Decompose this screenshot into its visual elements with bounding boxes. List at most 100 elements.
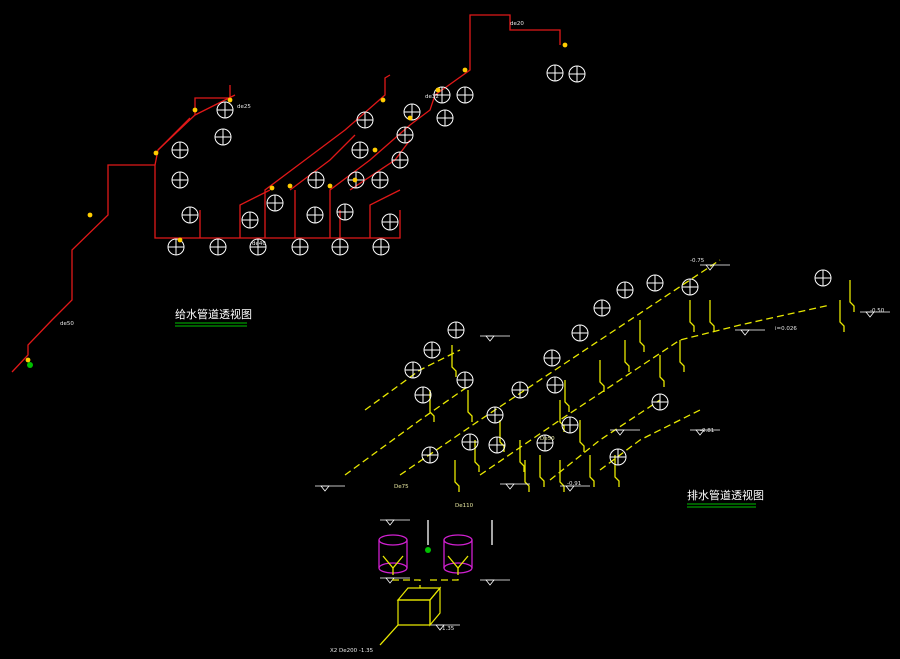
drain-stack-14	[689, 300, 695, 332]
supply-fixture-26	[306, 206, 324, 224]
tank-inlet-0	[382, 555, 404, 570]
supply-fixture-9	[372, 238, 390, 256]
drain-main-1	[399, 259, 721, 476]
supply-pipe-7	[239, 189, 271, 238]
supply-fixture-16	[351, 141, 369, 159]
supply-fixture-4	[167, 238, 185, 256]
supply-fixture-19	[436, 109, 454, 127]
drain-main-0	[344, 384, 471, 476]
drain-fixture-11	[593, 299, 611, 317]
drain-fixture-20	[651, 393, 669, 411]
drain-fixture-7	[511, 381, 529, 399]
drain-level-mark-4	[695, 429, 705, 436]
drain-stack-16	[564, 380, 570, 412]
drain-stack-4	[499, 420, 505, 452]
supply-label-b: de32	[425, 94, 439, 100]
drain-level-mark-5	[740, 329, 750, 336]
supply-fixture-11	[266, 194, 284, 212]
supply-valve-9	[407, 115, 413, 121]
supply-fixture-10	[307, 171, 325, 189]
drain-stack-18	[614, 455, 620, 487]
supply-fixture-20	[433, 86, 451, 104]
supply-label-main: de40	[252, 241, 266, 247]
drain-fixture-12	[616, 281, 634, 299]
drain-stack-5	[519, 440, 525, 472]
supply-fixture-5	[209, 238, 227, 256]
drain-main-5	[599, 409, 701, 471]
supply-pipe-2	[157, 117, 191, 151]
drain-label-d1: De75	[394, 484, 409, 490]
supply-valve-4	[287, 183, 293, 189]
supply-valve-2	[227, 97, 233, 103]
drain-stack-2	[429, 390, 435, 422]
drain-level-mark-12	[435, 624, 445, 631]
supply-pipe-4	[264, 74, 391, 238]
tank-inlet-1	[447, 555, 469, 570]
drain-level-mark-8	[485, 335, 495, 342]
supply-meter	[27, 362, 33, 368]
drain-fixture-2	[404, 361, 422, 379]
drain-main-2	[479, 304, 831, 476]
supply-fixture-23	[546, 64, 564, 82]
supply-pipe-11	[289, 134, 356, 191]
supply-fixture-17	[396, 126, 414, 144]
drain-stack-11	[639, 320, 645, 352]
tank-top-1	[443, 534, 473, 546]
drain-fixture-16	[609, 448, 627, 466]
chamber-outlet	[379, 624, 399, 646]
chamber-link-a	[392, 568, 421, 588]
drain-stack-15	[709, 300, 715, 332]
supply-fixture-7	[291, 238, 309, 256]
chamber-top	[396, 587, 442, 601]
drain-level-b: -0.81	[700, 428, 714, 434]
drain-stack-1	[467, 390, 473, 422]
supply-valve-5	[327, 183, 333, 189]
supply-title: 给水管道透视图	[175, 307, 252, 321]
supply-valve-3	[269, 185, 275, 191]
drain-stack-3	[454, 460, 460, 492]
drain-fixture-19	[456, 371, 474, 389]
supply-fixture-6	[249, 238, 267, 256]
inspection-tanks	[27, 362, 493, 646]
drain-fixture-5	[461, 433, 479, 451]
drain-stack-10	[624, 340, 630, 372]
drain-fixture-8	[543, 349, 561, 367]
drain-fixture-0	[423, 341, 441, 359]
supply-valve-10	[435, 87, 441, 93]
supply-valve-1	[192, 107, 198, 113]
supply-pipe-1	[154, 85, 231, 166]
drain-pipe-network	[344, 259, 855, 492]
supply-fixture-8	[331, 238, 349, 256]
drain-level-a: -0.75	[690, 258, 705, 264]
chamber-link-b	[430, 568, 459, 581]
supply-valve-15	[25, 357, 31, 363]
drain-level-mark-7	[705, 264, 715, 271]
drain-level-mark-0	[320, 485, 330, 492]
drain-stack-23	[839, 300, 845, 332]
drain-stack-0	[451, 345, 457, 377]
drain-stack-19	[524, 460, 530, 492]
supply-fixture-15	[356, 111, 374, 129]
supply-fixture-24	[181, 206, 199, 224]
drain-label-d3: De50	[540, 436, 555, 442]
drain-stack-22	[849, 280, 855, 312]
supply-label-a: de25	[237, 104, 251, 110]
supply-valve-8	[380, 97, 386, 103]
supply-fixture-21	[456, 86, 474, 104]
supply-fixture-3	[171, 141, 189, 159]
drain-fixture-3	[414, 386, 432, 404]
drain-level-mark-9	[385, 519, 395, 526]
supply-valve-14	[87, 212, 93, 218]
drain-outlet: X2 De200 -1.35	[330, 648, 374, 654]
drain-stack-21	[474, 440, 480, 472]
drain-level-mark-2	[565, 485, 575, 492]
supply-fixture-1	[214, 128, 232, 146]
drain-fixture-4	[421, 446, 439, 464]
drain-label-d2: De110	[455, 503, 474, 509]
supply-valve-12	[562, 42, 568, 48]
supply-fixture-13	[371, 171, 389, 189]
supply-fixture-27	[336, 203, 354, 221]
drain-fixture-15	[814, 269, 832, 287]
drain-fixture-10	[571, 324, 589, 342]
